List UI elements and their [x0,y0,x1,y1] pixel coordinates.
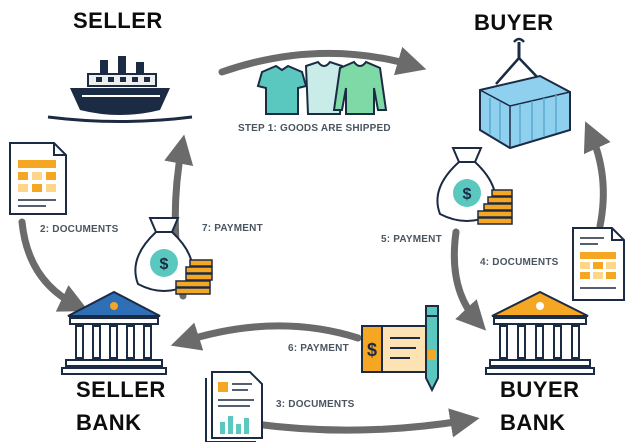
arrow-step4 [583,121,611,230]
arrow-step5 [450,228,487,331]
step3-label: 3: DOCUMENTS [276,399,355,410]
step7-label: 7: PAYMENT [202,223,263,234]
document-icon [9,142,67,215]
step5-label: 5: PAYMENT [381,234,442,245]
step4-label: 4: DOCUMENTS [480,257,559,268]
arrow-step1 [218,46,427,76]
pen-icon [425,305,439,393]
svg-text:$: $ [160,256,169,273]
cheque-icon: $ [361,325,431,373]
buyer-heading: BUYER [474,10,554,35]
seller-heading: SELLER [73,8,163,33]
seller-bank-heading-line1: SELLER [76,377,166,402]
report-document-icon [205,371,263,442]
shipping-container-icon [479,37,571,150]
bank-building-icon [485,290,595,375]
coin-stack-icon [477,189,513,225]
arrow-step6 [170,322,362,351]
document-icon [572,227,625,301]
coin-stack-icon [175,259,213,295]
buyer-bank-heading-line2: BANK [500,410,566,435]
tshirts-icon [256,60,388,115]
arrow-step2 [18,218,89,312]
step6-label: 6: PAYMENT [288,343,349,354]
money-bag-icon: $ [436,147,497,222]
step2-label: 2: DOCUMENTS [40,224,119,235]
seller-bank-heading-line2: BANK [76,410,142,435]
arrow-step3 [251,408,480,438]
svg-text:$: $ [367,340,377,360]
cargo-ship-icon [47,56,193,123]
buyer-bank-heading-line1: BUYER [500,377,580,402]
money-bag-icon: $ [134,217,194,292]
step1-label: STEP 1: GOODS ARE SHIPPED [238,123,391,134]
svg-text:$: $ [463,186,472,203]
bank-building-icon [61,290,167,375]
